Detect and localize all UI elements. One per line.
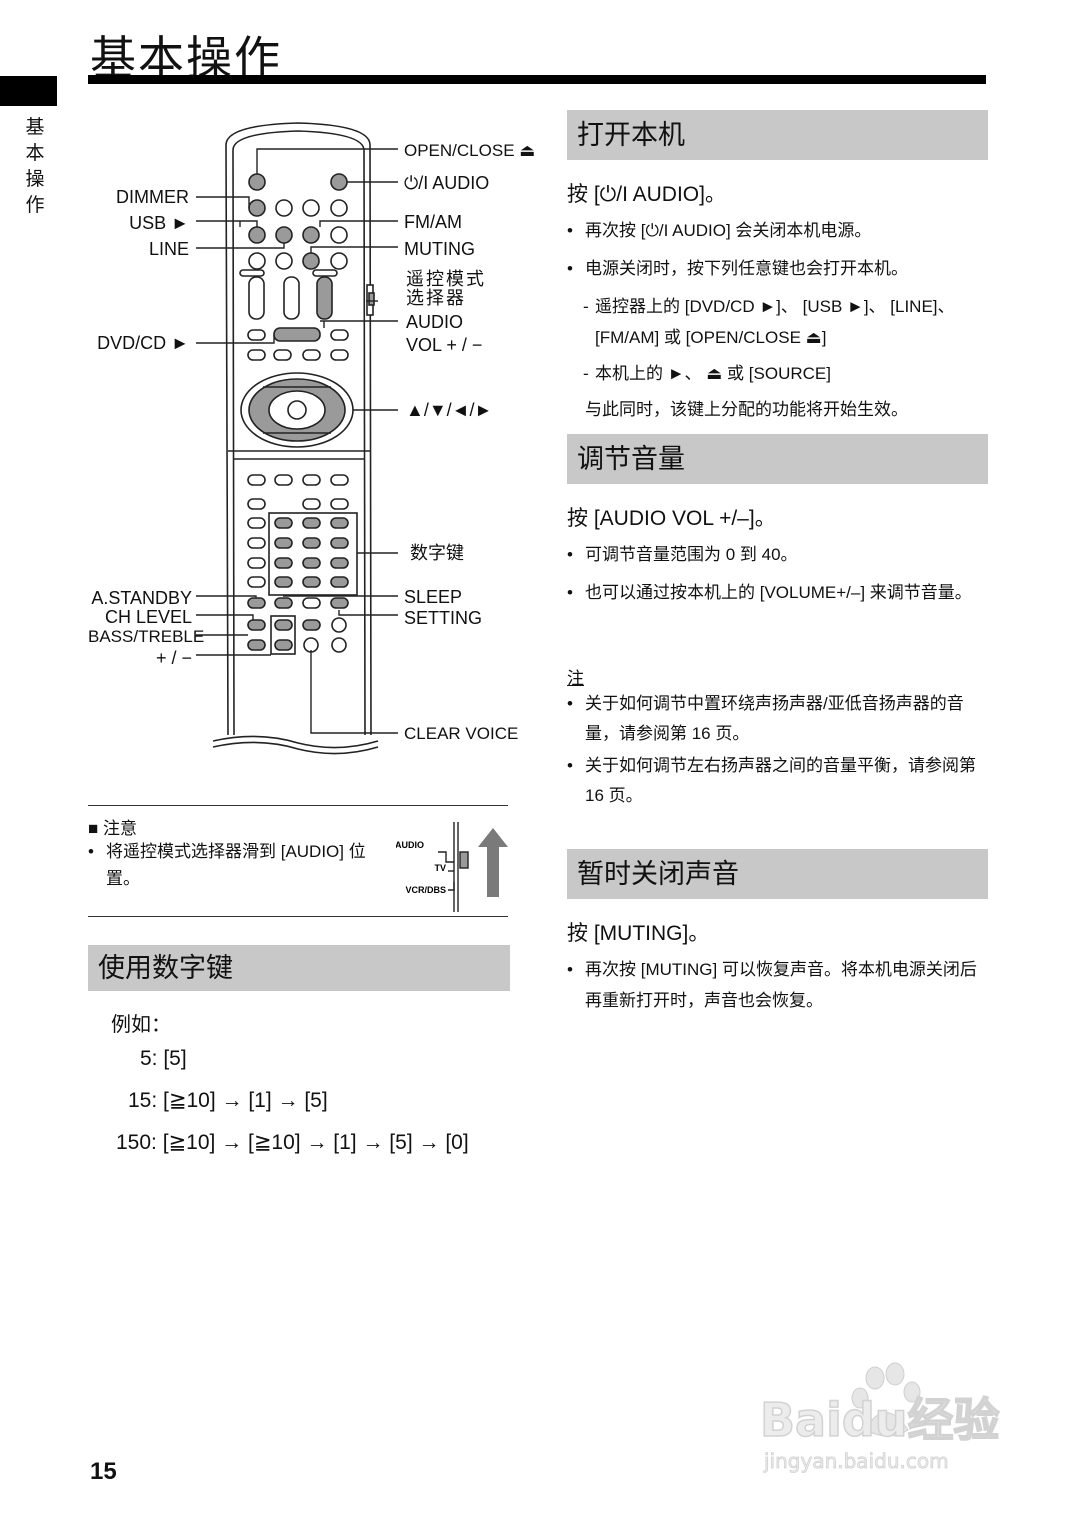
callout-usb: USB ► <box>129 213 189 233</box>
power-bullet-2: 电源关闭时，按下列任意键也会打开本机。 <box>585 259 908 278</box>
callout-mode-selector-1: 遥控模式 <box>406 269 486 289</box>
caution-text-body: 将遥控模式选择器滑到 [AUDIO] 位置。 <box>106 842 366 888</box>
callout-dvd-cd: DVD/CD ► <box>97 333 189 353</box>
power-press-instruction: 按 [⏻/I AUDIO]。 <box>567 183 726 206</box>
selector-label-tv: TV <box>434 863 446 873</box>
note-bullet-1: 关于如何调节中置环绕声扬声器/亚低音扬声器的音量，请参阅第 16 页。 <box>585 694 964 743</box>
list-item: •电源关闭时，按下列任意键也会打开本机。 <box>567 259 908 278</box>
mute-bullet-1: 再次按 [MUTING] 可以恢复声音。将本机电源关闭后再重新打开时，声音也会恢… <box>585 960 977 1010</box>
power-bullet-1: 再次按 [⏻/I AUDIO] 会关闭本机电源。 <box>585 221 872 240</box>
callout-bass-treble: BASS/TREBLE <box>88 627 205 646</box>
mute-press-instruction: 按 [MUTING]。 <box>567 922 710 945</box>
callout-dimmer: DIMMER <box>116 187 189 207</box>
list-item: •关于如何调节中置环绕声扬声器/亚低音扬声器的音量，请参阅第 16 页。 <box>567 694 964 743</box>
example-line-1: 5: [5] <box>140 1047 187 1070</box>
callout-fm-am: FM/AM <box>404 212 462 232</box>
power-sub-2: 本机上的 ►、 ⏏ 或 [SOURCE] <box>595 364 831 383</box>
caution-title: ■ 注意 <box>88 819 137 838</box>
mute-section-heading: 暂时关闭声音 <box>567 849 988 899</box>
callout-power-audio: ⏻/I AUDIO <box>404 173 490 193</box>
callout-line: LINE <box>148 239 189 259</box>
note-bullet-2: 关于如何调节左右扬声器之间的音量平衡，请参阅第 16 页。 <box>585 756 976 805</box>
example-line-3: 150: [≧10] → [≧10] → [1] → [5] → [0] <box>116 1131 469 1154</box>
selector-label-vcr: VCR/DBS <box>405 885 446 895</box>
callout-cursor: ▲/▼/◄/► <box>406 400 493 420</box>
up-arrow-icon <box>478 828 508 897</box>
volume-section-heading: 调节音量 <box>567 434 988 484</box>
example-label: 例如： <box>111 1014 171 1036</box>
volume-bullet-2: 也可以通过按本机上的 [VOLUME+/–] 来调节音量。 <box>585 583 972 602</box>
list-item: •可调节音量范围为 0 到 40。 <box>567 545 798 564</box>
bullet: • <box>88 842 94 861</box>
list-subitem: -本机上的 ►、 ⏏ 或 [SOURCE] <box>583 364 831 383</box>
volume-press-instruction: 按 [AUDIO VOL +/–]。 <box>567 507 776 530</box>
callout-numeric: 数字键 <box>410 543 464 563</box>
selector-label-audio: AUDIO <box>396 840 424 850</box>
caution-box: ■ 注意 • 将遥控模式选择器滑到 [AUDIO] 位置。 AUDIO TV V… <box>88 805 508 917</box>
side-tab <box>0 76 57 106</box>
caution-text: • 将遥控模式选择器滑到 [AUDIO] 位置。 <box>88 838 378 892</box>
remote-diagram: OPEN/CLOSE ⏏ ⏻/I AUDIO DIMMER USB ► LINE… <box>88 115 535 765</box>
callout-sleep: SLEEP <box>404 587 463 607</box>
watermark-url: jingyan.baidu.com <box>763 1449 949 1473</box>
list-item: •也可以通过按本机上的 [VOLUME+/–] 来调节音量。 <box>567 583 972 602</box>
example-line-2: 15: [≧10] → [1] → [5] <box>128 1089 328 1112</box>
power-after-text: 与此同时，该键上分配的功能将开始生效。 <box>585 400 908 419</box>
list-subitem: -遥控器上的 [DVD/CD ►]、 [USB ►]、 [LINE]、[FM/A… <box>583 297 955 347</box>
volume-bullet-1: 可调节音量范围为 0 到 40。 <box>585 545 798 564</box>
title-rule <box>88 75 986 84</box>
power-bullet-list: •再次按 [⏻/I AUDIO] 会关闭本机电源。 •电源关闭时，按下列任意键也… <box>567 215 987 425</box>
callout-vol: VOL + / − <box>406 335 483 355</box>
baidu-watermark-logo: Baidu经验 jingyan.baidu.com <box>759 1362 1000 1473</box>
page-number: 15 <box>90 1458 117 1485</box>
watermark-brand: Baidu经验 <box>760 1393 1000 1447</box>
list-item: •再次按 [⏻/I AUDIO] 会关闭本机电源。 <box>567 221 872 240</box>
side-chapter-label: 基 本 操 作 <box>25 117 45 216</box>
list-item: •关于如何调节左右扬声器之间的音量平衡，请参阅第 16 页。 <box>567 756 976 805</box>
note-label: 注 <box>567 669 584 688</box>
callout-ch-level: CH LEVEL <box>104 607 192 627</box>
volume-bullet-list: •可调节音量范围为 0 到 40。 •也可以通过按本机上的 [VOLUME+/–… <box>567 539 987 615</box>
list-item: •再次按 [MUTING] 可以恢复声音。将本机电源关闭后再重新打开时，声音也会… <box>567 960 977 1010</box>
callout-open-close: OPEN/CLOSE ⏏ <box>404 141 536 160</box>
callout-muting: MUTING <box>404 239 475 259</box>
note-bullet-list: •关于如何调节中置环绕声扬声器/亚低音扬声器的音量，请参阅第 16 页。 •关于… <box>567 689 987 818</box>
mode-selector-illustration: AUDIO TV VCR/DBS <box>396 822 508 912</box>
callout-plus-minus: + / − <box>155 648 192 668</box>
callout-a-standby: A.STANDBY <box>91 588 192 608</box>
power-sub-1: 遥控器上的 [DVD/CD ►]、 [USB ►]、 [LINE]、[FM/AM… <box>595 297 955 347</box>
numeric-section-heading: 使用数字键 <box>88 945 510 991</box>
remote-control-illustration <box>196 122 398 755</box>
callout-clear-voice: CLEAR VOICE <box>404 724 519 743</box>
callout-audio: AUDIO <box>406 312 464 332</box>
power-section-heading: 打开本机 <box>567 110 988 160</box>
callout-mode-selector-2: 选择器 <box>406 288 466 308</box>
mute-bullet-list: •再次按 [MUTING] 可以恢复声音。将本机电源关闭后再重新打开时，声音也会… <box>567 954 987 1023</box>
callout-setting: SETTING <box>404 608 483 628</box>
